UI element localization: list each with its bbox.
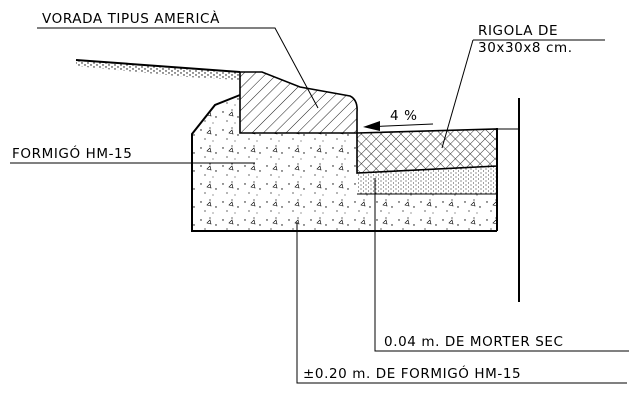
concrete-label: FORMIGÓ HM-15 — [12, 144, 132, 162]
curb-label: VORADA TIPUS AMERICÀ — [42, 10, 220, 27]
mortar-label: 0.04 m. DE MORTER SEC — [384, 334, 564, 350]
leader-lines — [10, 27, 629, 384]
gutter-label-line1: RIGOLA DE — [478, 23, 558, 39]
curb-piece — [239, 71, 358, 134]
concrete-foundation — [191, 94, 497, 232]
gutter-label-line2: 30x30x8 cm. — [478, 40, 573, 56]
ground-soil — [75, 59, 241, 80]
slope-arrow: 4 % — [363, 108, 434, 131]
slope-label: 4 % — [390, 108, 418, 124]
gutter-piece — [356, 128, 498, 174]
concrete-base-under-gutter — [357, 194, 497, 231]
right-edge — [496, 98, 520, 302]
base-label: ±0.20 m. DE FORMIGÓ HM-15 — [303, 364, 521, 382]
